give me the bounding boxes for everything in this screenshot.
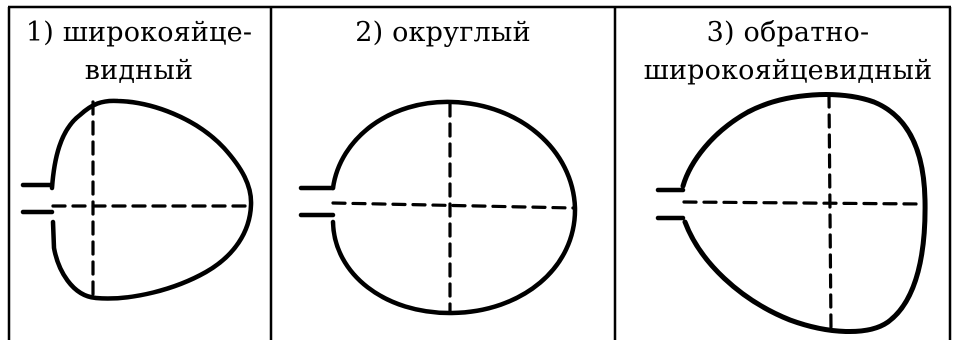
leaf-outline bbox=[52, 101, 251, 299]
width-axis bbox=[829, 95, 831, 330]
length-axis bbox=[333, 203, 575, 208]
petiole bbox=[301, 188, 333, 215]
length-axis bbox=[684, 202, 922, 204]
panel-2-leaf bbox=[301, 102, 575, 313]
table-frame bbox=[8, 7, 951, 340]
leaf-outline bbox=[683, 95, 925, 332]
panel-3-leaf bbox=[658, 95, 925, 332]
petiole bbox=[23, 185, 52, 212]
petiole bbox=[658, 190, 683, 218]
panel-1-leaf bbox=[23, 101, 251, 299]
